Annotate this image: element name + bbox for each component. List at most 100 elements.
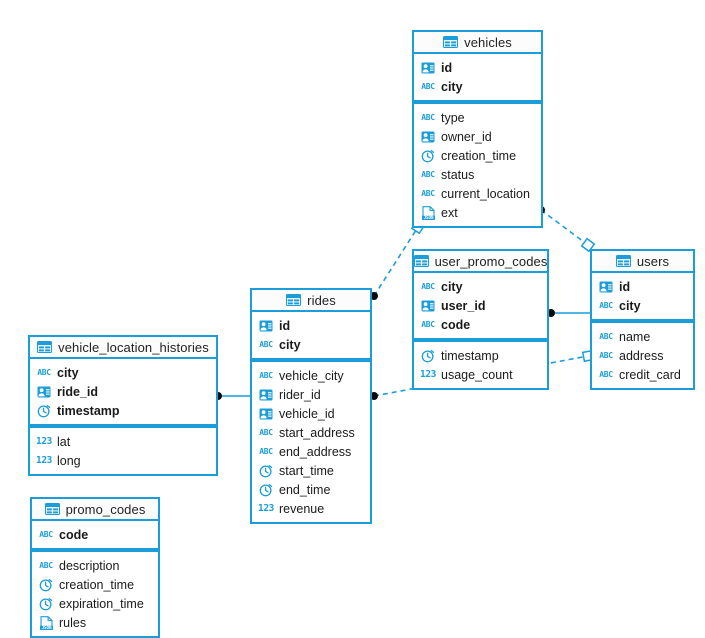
column-row: rider_id bbox=[252, 385, 370, 404]
column-row: ABC credit_card bbox=[592, 365, 693, 384]
column-row: creation_time bbox=[414, 146, 541, 165]
abc-text-icon: ABC bbox=[421, 189, 435, 198]
table-name: vehicle_location_histories bbox=[58, 339, 209, 355]
column-row: id bbox=[592, 277, 693, 296]
clock-icon bbox=[36, 404, 52, 418]
table-header[interactable]: vehicle_location_histories bbox=[28, 335, 218, 359]
abc-text-icon: ABC bbox=[421, 113, 435, 122]
abc-text-icon: ABC bbox=[259, 428, 273, 437]
abc-text-icon: ABC bbox=[599, 301, 613, 310]
column-row: id bbox=[252, 316, 370, 335]
column-name: type bbox=[441, 110, 465, 125]
clock-icon bbox=[38, 597, 54, 611]
column-row: 123 long bbox=[30, 451, 216, 470]
column-name: start_address bbox=[279, 425, 355, 440]
abc-text-icon: ABC bbox=[39, 530, 53, 539]
123-number-icon: 123 bbox=[36, 455, 52, 466]
column-name: start_time bbox=[279, 463, 334, 478]
column-name: code bbox=[441, 317, 471, 332]
table-grid-icon bbox=[413, 255, 429, 267]
column-name: creation_time bbox=[59, 577, 135, 592]
column-row: expiration_time bbox=[32, 594, 158, 613]
table-header[interactable]: vehicles bbox=[412, 30, 543, 54]
table-name: user_promo_codes bbox=[434, 253, 548, 269]
column-name: usage_count bbox=[441, 367, 513, 382]
table-grid-icon bbox=[443, 36, 459, 48]
column-name: name bbox=[619, 329, 651, 344]
column-name: ride_id bbox=[57, 384, 98, 399]
id-card-icon bbox=[258, 389, 274, 401]
relationship-vehicles-to-users bbox=[537, 206, 596, 253]
column-name: rider_id bbox=[279, 387, 321, 402]
column-name: city bbox=[441, 279, 463, 294]
abc-text-icon: ABC bbox=[599, 351, 613, 360]
column-name: vehicle_id bbox=[279, 406, 335, 421]
column-row: timestamp bbox=[414, 346, 547, 365]
column-name: end_time bbox=[279, 482, 331, 497]
id-card-icon bbox=[258, 320, 274, 332]
abc-text-icon: ABC bbox=[599, 332, 613, 341]
column-row: creation_time bbox=[32, 575, 158, 594]
123-number-icon: 123 bbox=[420, 369, 436, 380]
column-name: expiration_time bbox=[59, 596, 144, 611]
table-header[interactable]: user_promo_codes bbox=[412, 249, 549, 273]
column-row: timestamp bbox=[30, 401, 216, 420]
abc-text-icon: ABC bbox=[259, 447, 273, 456]
table-grid-icon bbox=[37, 341, 53, 353]
table-name: users bbox=[636, 253, 670, 269]
column-name: id bbox=[619, 279, 631, 294]
json-document-icon: JSON bbox=[38, 615, 54, 630]
column-name: credit_card bbox=[619, 367, 681, 382]
id-card-icon bbox=[420, 300, 436, 312]
column-row: ride_id bbox=[30, 382, 216, 401]
column-name: status bbox=[441, 167, 475, 182]
table-header[interactable]: rides bbox=[250, 288, 372, 312]
id-card-icon bbox=[258, 408, 274, 420]
column-name: long bbox=[57, 453, 81, 468]
abc-text-icon: ABC bbox=[259, 340, 273, 349]
relationship-vehicle-location-histories-to-rides bbox=[214, 392, 250, 400]
abc-text-icon: ABC bbox=[421, 82, 435, 91]
column-row: owner_id bbox=[414, 127, 541, 146]
column-row: ABC name bbox=[592, 327, 693, 346]
column-name: creation_time bbox=[441, 148, 517, 163]
table-name: vehicles bbox=[464, 34, 512, 50]
column-name: lat bbox=[57, 434, 71, 449]
column-row: ABC start_address bbox=[252, 423, 370, 442]
table-header[interactable]: users bbox=[590, 249, 695, 273]
id-card-icon bbox=[36, 386, 52, 398]
column-name: city bbox=[441, 79, 463, 94]
abc-text-icon: ABC bbox=[599, 370, 613, 379]
column-name: owner_id bbox=[441, 129, 492, 144]
clock-icon bbox=[258, 483, 274, 497]
table-header[interactable]: promo_codes bbox=[30, 497, 160, 521]
column-name: timestamp bbox=[441, 348, 499, 363]
column-name: code bbox=[59, 527, 89, 542]
abc-text-icon: ABC bbox=[259, 371, 273, 380]
column-name: city bbox=[57, 365, 79, 380]
